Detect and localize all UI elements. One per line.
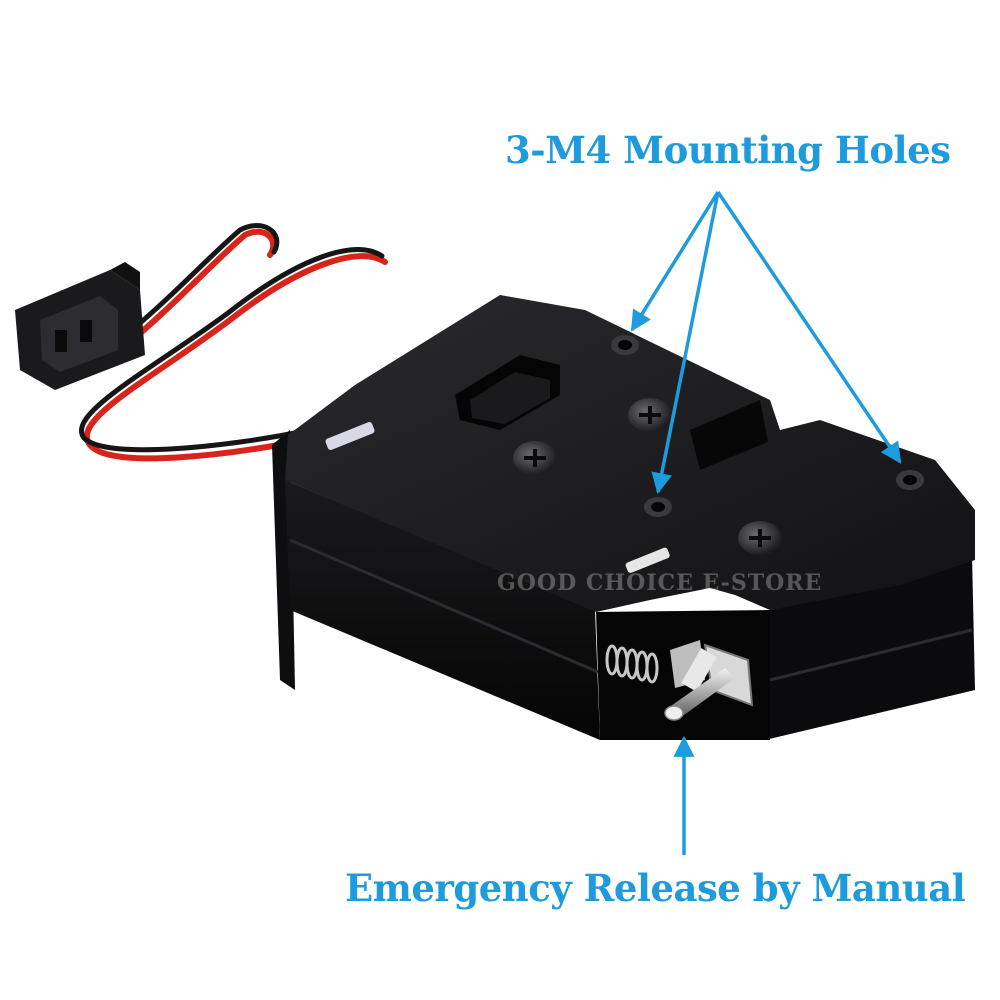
connector-plug: [15, 262, 145, 390]
mounting-holes: [611, 335, 924, 517]
screws: [513, 398, 782, 555]
store-watermark: GOOD CHOICE E-STORE: [497, 570, 823, 596]
screw-2: [628, 398, 672, 432]
arrow-hole-3: [716, 191, 902, 464]
lock-body: [272, 295, 975, 740]
screw-1: [513, 441, 557, 475]
emergency-release-label: Emergency Release by Manual: [345, 866, 966, 910]
indicator-slots: [325, 421, 670, 573]
mounting-holes-label: 3-M4 Mounting Holes: [505, 128, 951, 172]
emergency-release-pin: [605, 640, 754, 721]
arrow-hole-2: [651, 191, 720, 495]
annotation-arrows: [630, 191, 902, 855]
arrow-hole-1: [630, 191, 720, 332]
screw-3: [738, 521, 782, 555]
wire-harness: [79, 223, 388, 462]
